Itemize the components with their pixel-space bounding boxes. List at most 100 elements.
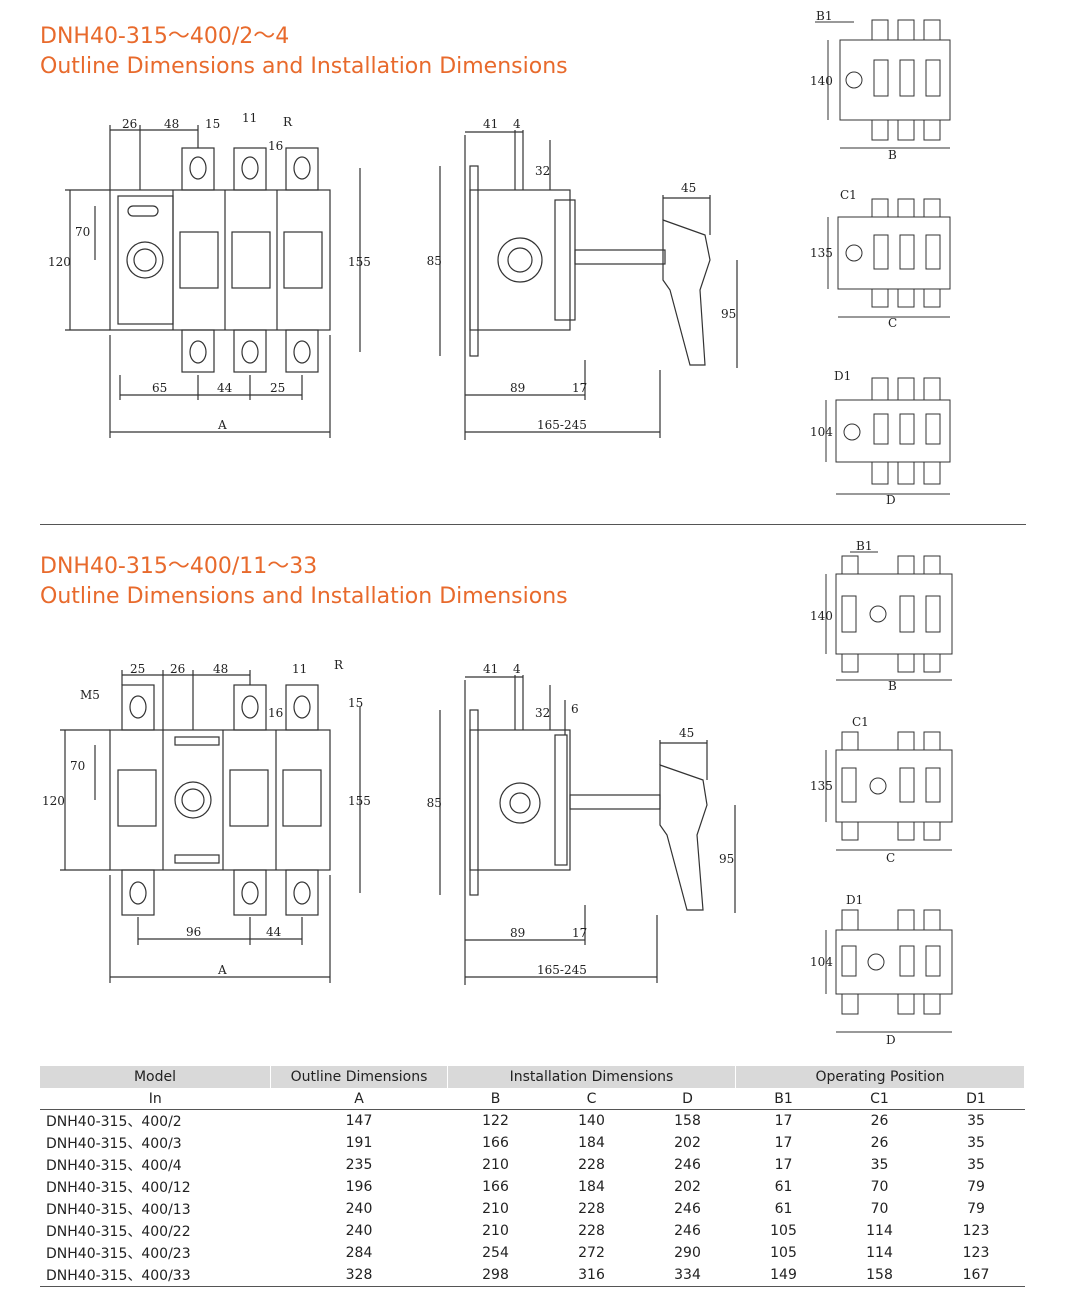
dim-a: A [217,418,227,432]
cell-d1: 35 [967,1135,985,1151]
cell-d1: 79 [967,1201,985,1217]
thumb-135-label: 135 [810,779,833,793]
thumb-b-label: B [888,679,897,690]
thumb-b1-label: B1 [816,10,832,23]
subheader-a: A [270,1088,448,1110]
dim-25: 25 [270,381,285,395]
table-row: DNH40-315、400/22 240 210 228 246 105 114… [40,1220,1025,1242]
thumb-140-label: 140 [810,609,833,623]
dim-70: 70 [70,759,85,773]
cell-d: 246 [674,1157,701,1173]
section1-front-view: 26 48 15 11 R 16 70 120 155 65 44 25 A [48,111,371,438]
cell-d1: 167 [927,1264,1025,1287]
cell-c: 272 [578,1245,605,1261]
dim-95: 95 [721,307,736,321]
dim-45: 45 [679,726,694,740]
cell-c: 228 [578,1201,605,1217]
thumb-d-label: D [886,1033,896,1047]
cell-d1: 35 [967,1113,985,1129]
header-outline: Outline Dimensions [270,1066,448,1088]
cell-b1: 17 [774,1157,793,1173]
cell-c: 184 [578,1179,605,1195]
cell-b: 210 [482,1223,509,1239]
cell-b1: 61 [774,1179,793,1195]
dim-45: 45 [681,181,696,195]
cell-d1: 123 [962,1245,990,1261]
dim-185: 185 [425,254,442,268]
dim-44: 44 [266,925,282,939]
dim-m5: M5 [80,688,100,702]
dim-44: 44 [217,381,233,395]
cell-b1: 17 [774,1113,793,1129]
cell-c: 228 [578,1223,605,1239]
cell-a: 191 [345,1135,373,1151]
dim-25: 25 [130,662,145,676]
header-installation: Installation Dimensions [447,1066,736,1088]
thumb-135-label: 135 [810,246,833,260]
section1-side-view: 41 4 32 185 45 95 89 17 165-245 [425,117,738,440]
dim-95: 95 [719,852,734,866]
subheader-c: C [543,1088,640,1110]
section2-thumb-d: D1 104 D [810,893,953,1047]
dim-48: 48 [213,662,228,676]
table-row: DNH40-315、400/23 284 254 272 290 105 114… [40,1242,1025,1264]
section2-thumb-c: C1 135 C [810,715,953,865]
dim-6: 6 [571,702,579,716]
dim-17: 17 [572,926,587,940]
table-subheader-row: In A B C D B1 C1 D1 [40,1088,1025,1110]
dim-120: 120 [48,255,71,269]
cell-a: 284 [345,1245,373,1261]
section2-thumb-b: B1 140 B [810,540,953,690]
cell-model: DNH40-315、400/12 [46,1180,191,1196]
cell-d: 246 [674,1223,701,1239]
dim-96: 96 [186,925,201,939]
dim-16: 16 [268,139,283,153]
dim-26: 26 [170,662,185,676]
section2-title: DNH40-315～400/11～33 Outline Dimensions a… [40,552,568,612]
cell-c1: 114 [866,1223,893,1239]
cell-d: 334 [639,1264,736,1287]
dim-32: 32 [535,706,550,720]
table-row: DNH40-315、400/12 196 166 184 202 61 70 7… [40,1176,1025,1198]
subheader-in: In [40,1088,271,1110]
cell-d1: 79 [967,1179,985,1195]
thumb-c-label: C [888,316,897,330]
cell-b1: 105 [770,1245,797,1261]
thumb-b1-label: B1 [856,540,872,553]
cell-d: 246 [674,1201,701,1217]
cell-c1: 35 [870,1157,889,1173]
subheader-b: B [447,1088,544,1110]
dim-89: 89 [510,926,525,940]
section1-thumb-c: C1 135 C [810,188,951,330]
section1-title: DNH40-315～400/2～4 Outline Dimensions and… [40,22,568,82]
dim-16: 16 [268,706,283,720]
dim-70: 70 [75,225,90,239]
cell-c1: 26 [870,1113,889,1129]
cell-d: 290 [674,1245,701,1261]
table-row: DNH40-315、400/13 240 210 228 246 61 70 7… [40,1198,1025,1220]
cell-d1: 123 [962,1223,990,1239]
cell-d: 158 [674,1113,701,1129]
cell-b: 166 [482,1135,509,1151]
dim-a: A [217,963,227,977]
subheader-b1: B1 [735,1088,832,1110]
cell-model: DNH40-315、400/4 [46,1158,182,1174]
cell-a: 235 [345,1157,373,1173]
section2-side-view: 41 4 32 6 185 45 95 89 17 165-245 [425,662,736,985]
dim-185: 185 [425,796,442,810]
section1-title-model: DNH40-315～400/2～4 [40,24,290,49]
dim-41: 41 [483,662,498,676]
dim-11: 11 [292,662,307,676]
cell-c1: 70 [870,1201,889,1217]
cell-c1: 158 [831,1264,928,1287]
cell-b: 166 [482,1179,509,1195]
dim-120: 120 [42,794,65,808]
cell-b1: 17 [774,1135,793,1151]
dim-89: 89 [510,381,525,395]
cell-d1: 35 [967,1157,985,1173]
cell-d: 202 [674,1179,701,1195]
thumb-b-label: B [888,148,897,160]
cell-b1: 61 [774,1201,793,1217]
section2-front-view: 25 26 48 11 R M5 16 15 70 120 155 96 44 … [42,658,371,983]
thumb-140-label: 140 [810,74,833,88]
